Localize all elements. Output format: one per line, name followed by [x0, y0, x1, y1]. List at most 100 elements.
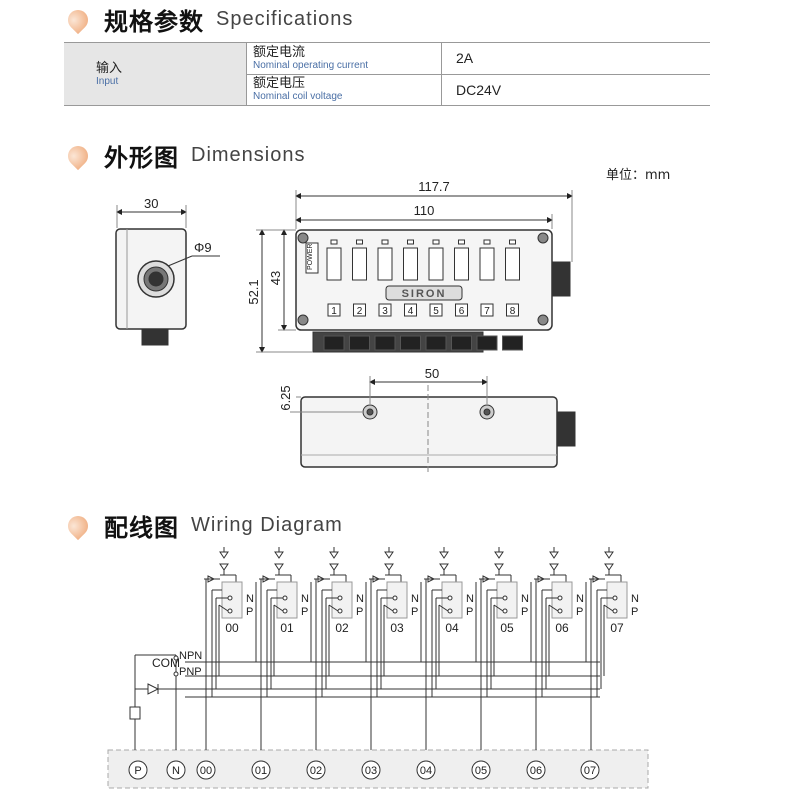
wiring-title-en: Wiring Diagram [191, 514, 343, 536]
dim-side-width: 30 [144, 196, 158, 211]
led-icon [384, 551, 394, 559]
led-icon [329, 551, 339, 559]
p-label: P [576, 606, 583, 618]
channel-number-box [455, 303, 468, 317]
relay-box [441, 581, 463, 619]
bottom-side-connector [556, 411, 576, 447]
channel-label: 05 [500, 621, 514, 635]
wire [438, 604, 449, 612]
n-label: N [301, 593, 309, 605]
param-en: Nominal operating current [253, 59, 369, 71]
screw-icon [537, 232, 549, 244]
n-label: N [521, 593, 529, 605]
terminal-icon [580, 760, 600, 780]
connector-icon [451, 335, 472, 351]
channel-number: 8 [510, 306, 516, 317]
n-label: N [356, 593, 364, 605]
contact-icon [227, 608, 233, 614]
contact-icon [447, 595, 453, 601]
terminal-label: P [134, 765, 141, 777]
screw-icon [297, 314, 309, 326]
channel-number-box [378, 303, 392, 317]
relay-box [276, 581, 298, 619]
terminal-icon [251, 760, 271, 780]
terminal-label: 03 [365, 765, 377, 777]
dimensions-title-cn: 外形图 [104, 144, 179, 172]
dim-overall-height: 52.1 [246, 279, 261, 304]
relay-box [221, 581, 243, 619]
connector-icon [374, 335, 396, 351]
contact-icon [502, 595, 508, 601]
led-icon [432, 239, 440, 245]
dim-hole-dia: Φ9 [194, 240, 212, 255]
connector-icon [476, 335, 498, 351]
terminal-label: 07 [584, 765, 596, 777]
front-led-group [323, 239, 523, 351]
contact-icon [227, 595, 233, 601]
terminal-label: 06 [530, 765, 542, 777]
wire [218, 604, 229, 612]
relay-window [326, 247, 342, 281]
table-row: 额定电压 Nominal coil voltage DC24V [64, 73, 710, 106]
led-icon [439, 563, 449, 571]
led-icon [381, 239, 389, 245]
param-cell: 额定电压 Nominal coil voltage [246, 73, 442, 106]
p-label: P [301, 606, 308, 618]
channel-number: 2 [357, 306, 363, 317]
connector-icon [502, 335, 523, 351]
input-group-cn: 输入 [96, 60, 123, 76]
dimensions-heading: 外形图 Dimensions [66, 138, 305, 173]
led-icon [219, 563, 229, 571]
wire [383, 604, 394, 612]
screw-icon [297, 232, 309, 244]
contact-icon [282, 608, 288, 614]
channel-number: 1 [331, 306, 337, 317]
fuse-icon [129, 706, 141, 720]
terminal-label: 04 [420, 765, 432, 777]
led-icon [330, 239, 338, 245]
contact-icon [612, 608, 618, 614]
led-icon [219, 551, 229, 559]
specs-title-cn: 规格参数 [104, 8, 204, 36]
n-label: N [466, 593, 474, 605]
terminal-icon [361, 760, 381, 780]
side-connector [141, 328, 169, 346]
terminal-label: N [172, 765, 180, 777]
param-value: 2A [441, 42, 710, 75]
terminal-label: 02 [310, 765, 322, 777]
relay-box [496, 581, 518, 619]
led-icon [509, 239, 516, 245]
side-view [115, 205, 220, 346]
channel-label: 07 [610, 621, 624, 635]
relay-window [403, 247, 418, 281]
screw-icon [537, 314, 549, 326]
led-icon [274, 563, 284, 571]
connector-icon [425, 335, 447, 351]
n-label: N [246, 593, 254, 605]
mount-hole-core [483, 408, 491, 416]
wire [603, 604, 614, 612]
input-group-cell: 输入 Input [64, 42, 247, 106]
channel-number-box [353, 303, 366, 317]
led-icon [407, 239, 414, 245]
terminal-label: 00 [200, 765, 212, 777]
brand-plate [385, 285, 463, 301]
front-dimension-lines [256, 190, 573, 353]
led-icon [384, 563, 394, 571]
channel-number-box [506, 303, 519, 317]
p-label: P [246, 606, 253, 618]
relay-window [428, 247, 444, 281]
param-cn: 额定电压 [253, 76, 306, 92]
channel-number-box [429, 303, 443, 317]
wire [273, 604, 284, 612]
pnp-label: PNP [179, 666, 202, 678]
dim-overall-length: 117.7 [418, 179, 450, 194]
channel-number: 7 [484, 306, 490, 317]
connector-icon [400, 335, 421, 351]
contact-icon [612, 595, 618, 601]
dim-hole-offset: 6.25 [278, 385, 293, 410]
param-en: Nominal coil voltage [253, 91, 343, 103]
wiring-title-cn: 配线图 [104, 514, 179, 542]
channel-number: 5 [433, 306, 439, 317]
